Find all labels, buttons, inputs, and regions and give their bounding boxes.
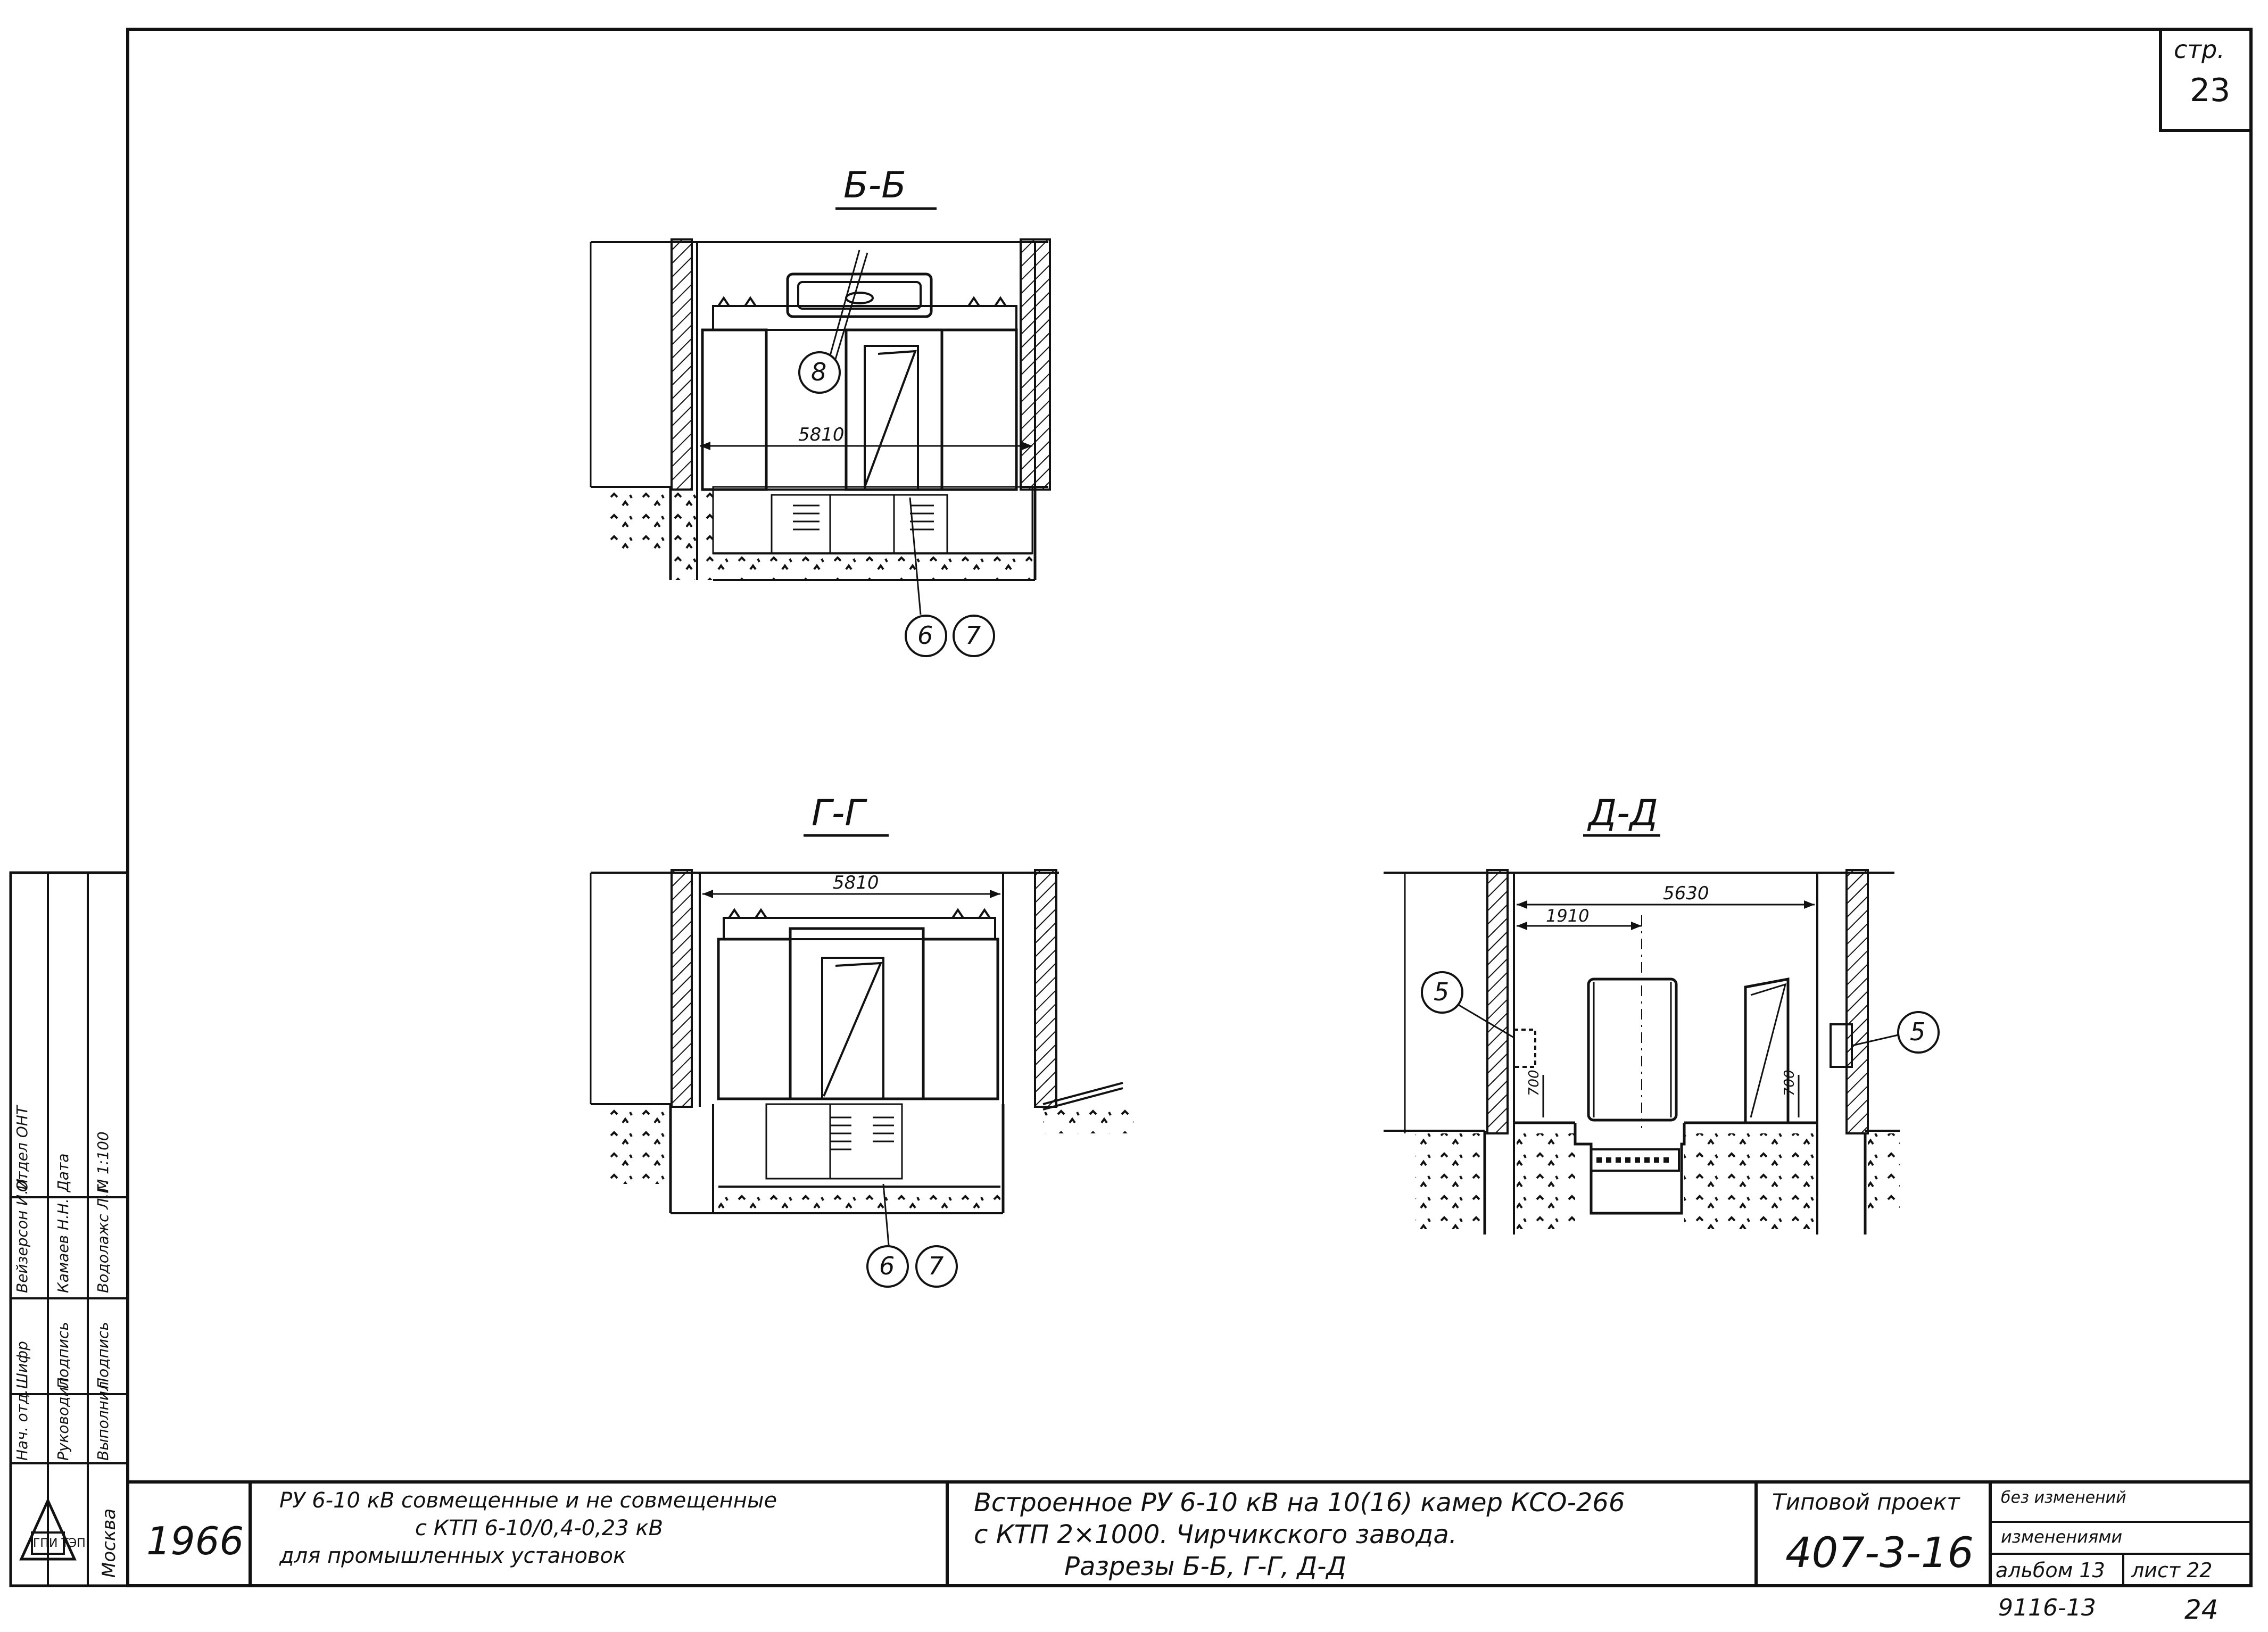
callout-gg-6: 6 <box>879 1252 895 1280</box>
side-stamp-row2-col1: Руководил <box>54 1377 72 1461</box>
page-label: стр. <box>2174 35 2225 64</box>
callout-gg-7: 7 <box>928 1252 944 1280</box>
stamp-city: Москва <box>98 1508 120 1578</box>
stamp-title-line3: Разрезы Б-Б, Г-Г, Д-Д <box>1064 1552 1346 1581</box>
side-stamp-row3-col1: Выполнил <box>94 1381 112 1461</box>
section-bb-drawing <box>590 207 1051 657</box>
org-logo-emblem <box>19 1497 77 1561</box>
stamp-title-line2: с КТП 2×1000. Чирчикского завода. <box>974 1520 1457 1550</box>
dim-dd-height-right: 700 <box>1782 1070 1798 1096</box>
side-stamp-row1-col1: Нач. отд. <box>13 1389 31 1461</box>
side-stamp-row2-col2: Подпись <box>54 1322 72 1389</box>
side-stamp-row2-col4: Дата <box>54 1153 72 1192</box>
dim-gg-width: 5810 <box>833 872 879 893</box>
dim-dd-total: 5630 <box>1663 883 1709 904</box>
stamp-project-number: 407-3-16 <box>1785 1529 1974 1577</box>
side-stamp-row3-col3: Водолажс Л.Г. <box>94 1180 112 1293</box>
archive-number: 9116-13 <box>1998 1594 2096 1621</box>
section-dd-title: Д-Д <box>1588 792 1658 834</box>
callout-dd-5-left: 5 <box>1434 977 1450 1006</box>
side-stamp-row2-col3: Камаев Н.Н. <box>54 1198 72 1293</box>
dim-dd-height-left: 700 <box>1526 1070 1542 1096</box>
dim-bb-width: 5810 <box>798 424 845 445</box>
stamp-album: альбом 13 <box>1996 1559 2105 1582</box>
stamp-description-line3: для промышленных установок <box>279 1544 626 1568</box>
callout-dd-5-right: 5 <box>1910 1017 1926 1046</box>
stamp-changes-2: изменениями <box>2001 1527 2123 1547</box>
stamp-project-label: Типовой проект <box>1772 1489 1960 1515</box>
dim-dd-partial: 1910 <box>1546 906 1590 926</box>
section-gg-title: Г-Г <box>812 792 865 834</box>
section-bb-title: Б-Б <box>843 164 906 206</box>
side-stamp-row3-col2: Подпись <box>94 1322 112 1389</box>
title-block-lines <box>9 871 2251 1587</box>
stamp-description-line1: РУ 6-10 кВ совмещенные и не совмещенные <box>279 1488 777 1513</box>
side-stamp-row1-col2: Шифр <box>13 1341 31 1389</box>
sheet-frame <box>126 28 2253 1587</box>
callout-bb-8: 8 <box>811 358 827 386</box>
archive-sheet: 24 <box>2184 1594 2219 1625</box>
stamp-org-logo-text: ГПИ ТЭП <box>33 1537 86 1550</box>
page-number: 23 <box>2190 72 2231 109</box>
side-stamp-row3-col4: М 1:100 <box>94 1131 112 1192</box>
stamp-description-line2: с КТП 6-10/0,4-0,23 кВ <box>415 1516 664 1540</box>
section-gg-drawing <box>590 834 1133 1288</box>
side-stamp-row1-col4: Отдел ОНТ <box>13 1106 31 1192</box>
stamp-sheet: лист 22 <box>2131 1559 2213 1582</box>
callout-bb-7: 7 <box>965 621 981 650</box>
page-number-box <box>2159 28 2253 132</box>
stamp-year: 1966 <box>146 1519 244 1563</box>
stamp-title-line1: Встроенное РУ 6-10 кВ на 10(16) камер КС… <box>974 1488 1625 1518</box>
section-dd-drawing <box>1384 834 1940 1235</box>
stamp-changes-1: без изменений <box>2001 1488 2126 1507</box>
callout-bb-6: 6 <box>917 621 933 650</box>
